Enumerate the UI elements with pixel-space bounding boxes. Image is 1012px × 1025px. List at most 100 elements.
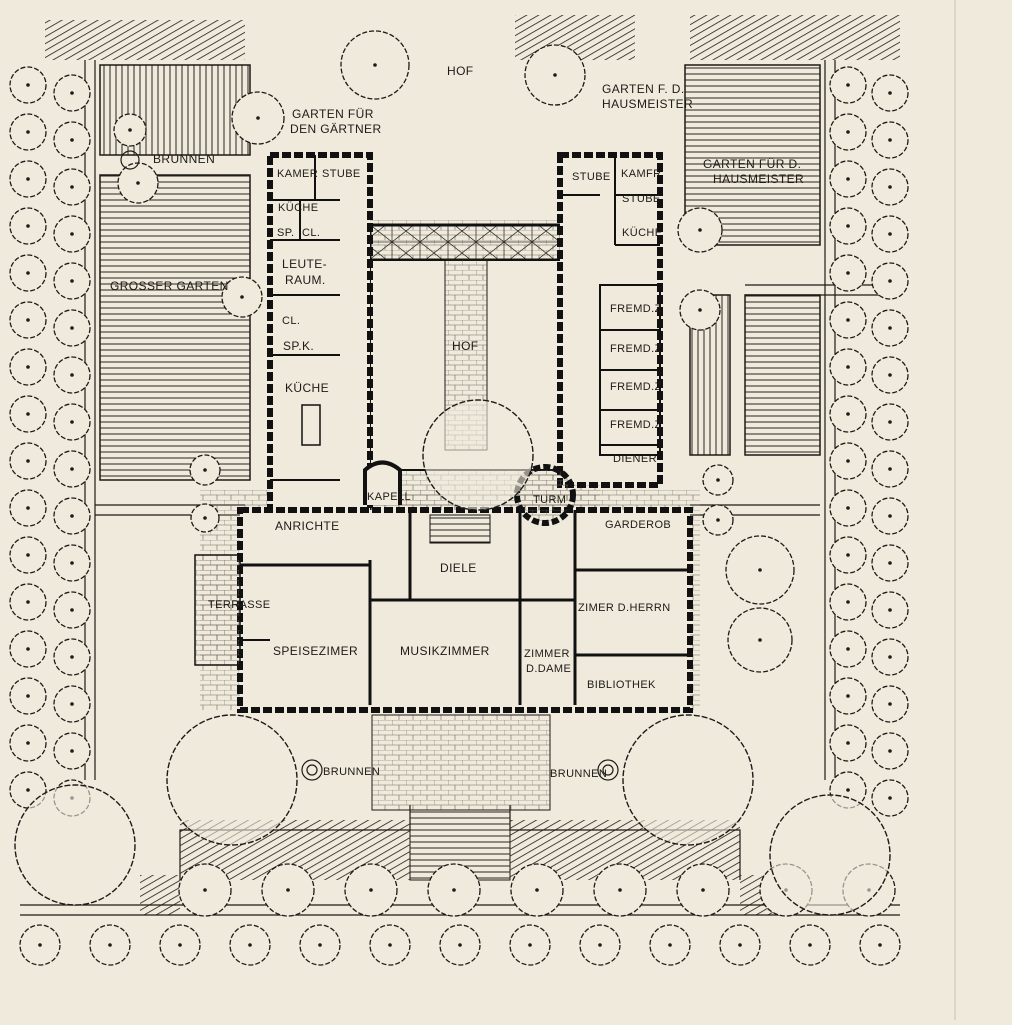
label-stube-left: STUBE	[322, 168, 361, 180]
label-diener: DIENER	[613, 453, 657, 465]
label-kapelle: KAPELL	[367, 491, 411, 503]
label-fremdz-4: FREMD.Z	[610, 419, 662, 431]
tree-trunk	[70, 138, 74, 142]
feature-trees	[14, 399, 891, 916]
tree-trunk	[716, 478, 720, 482]
tree-trunk	[70, 514, 74, 518]
tree-trunk	[846, 600, 850, 604]
label-garten-hausmeister-right-1: GARTEN FÜR D.	[703, 157, 801, 171]
tree-trunk	[108, 943, 112, 947]
tree-trunk	[553, 73, 557, 77]
tree-trunk	[846, 694, 850, 698]
label-kueche-main: KÜCHE	[285, 381, 329, 395]
label-garten-hausmeister-right-2: HAUSMEISTER	[713, 172, 804, 186]
label-fremdz-3: FREMD.Z	[610, 381, 662, 393]
tree-trunk	[70, 326, 74, 330]
tree-trunk	[888, 91, 892, 95]
tree-trunk	[888, 232, 892, 236]
tree-trunk	[136, 181, 140, 185]
tree-trunk	[203, 888, 207, 892]
forecourt	[371, 714, 551, 811]
label-turm: TURM	[533, 494, 566, 506]
garden-beds	[99, 64, 821, 481]
tree-trunk	[70, 373, 74, 377]
tree-trunk	[26, 553, 30, 557]
tree-trunk	[26, 788, 30, 792]
tree-trunk	[26, 83, 30, 87]
tree-trunk	[26, 318, 30, 322]
label-kueche-small: KÜCHE	[278, 202, 319, 214]
tree-trunk	[888, 373, 892, 377]
building	[194, 152, 700, 713]
tree-trunk	[458, 943, 462, 947]
tree-trunk	[846, 130, 850, 134]
tree-trunk	[70, 702, 74, 706]
tree-trunk	[888, 279, 892, 283]
tree-trunk	[369, 888, 373, 892]
tree-trunk	[26, 130, 30, 134]
label-grosser-garten: GROSSER GARTEN	[110, 279, 229, 293]
label-leuteraum-2: RAUM.	[285, 273, 326, 287]
tree-trunk	[846, 318, 850, 322]
label-musikzimmer: MUSIKZIMMER	[400, 644, 490, 658]
tree-trunk	[256, 116, 260, 120]
tree-trunk	[70, 608, 74, 612]
tree-trunk	[70, 232, 74, 236]
tree-trunk	[888, 138, 892, 142]
tree-trunk	[846, 271, 850, 275]
label-garten-gaertner-2: DEN GÄRTNER	[290, 122, 382, 136]
tree-trunk	[203, 516, 207, 520]
tree-trunk	[888, 749, 892, 753]
tree-trunk	[286, 888, 290, 892]
label-fremdz-1: FREMD.Z	[610, 303, 662, 315]
tree-trunk	[846, 459, 850, 463]
tree-trunk	[26, 459, 30, 463]
tree-trunk	[452, 888, 456, 892]
label-garten-hausmeister-top-1: GARTEN F. D.	[602, 82, 685, 96]
label-fremdz-2: FREMD.Z	[610, 343, 662, 355]
tree-trunk	[70, 185, 74, 189]
tree-trunk	[888, 420, 892, 424]
tree-trunk	[846, 412, 850, 416]
trees	[9, 30, 909, 966]
tree-trunk	[598, 943, 602, 947]
label-anrichte: ANRICHTE	[275, 519, 340, 533]
tree-trunk	[888, 185, 892, 189]
tree-trunk	[70, 279, 74, 283]
tree-trunk	[38, 943, 42, 947]
tree-trunk	[70, 655, 74, 659]
tree-trunk	[846, 553, 850, 557]
fountain-nw	[120, 150, 140, 170]
tree-trunk	[698, 228, 702, 232]
tree-trunk	[808, 943, 812, 947]
label-kueche-right: KÜCHE	[622, 227, 663, 239]
tree-trunk	[846, 506, 850, 510]
tree-trunk	[26, 271, 30, 275]
tree-trunk	[878, 943, 882, 947]
label-garten-hausmeister-top-2: HAUSMEISTER	[602, 97, 693, 111]
tree-trunk	[26, 694, 30, 698]
tree-trunk	[888, 796, 892, 800]
label-hof-north: HOF	[447, 64, 474, 78]
label-brunnen-sw: BRUNNEN	[323, 766, 380, 778]
tree-trunk	[668, 943, 672, 947]
tree-trunk	[716, 518, 720, 522]
tree-trunk	[888, 655, 892, 659]
tree-trunk	[618, 888, 622, 892]
tree-trunk	[846, 224, 850, 228]
tree-trunk	[70, 420, 74, 424]
label-sp: SP.	[277, 227, 295, 239]
tree-trunk	[373, 63, 377, 67]
tree-trunk	[846, 177, 850, 181]
tree-trunk	[888, 326, 892, 330]
tree-trunk	[846, 83, 850, 87]
tree-trunk	[128, 128, 132, 132]
tree-trunk	[698, 308, 702, 312]
label-brunnen-se: BRUNNEN	[550, 768, 607, 780]
fountains	[120, 150, 619, 781]
label-terrasse: TERRASSE	[208, 599, 271, 611]
label-garten-gaertner-1: GARTEN FÜR	[292, 107, 374, 121]
label-stube-right-2: STUBE	[622, 193, 661, 205]
